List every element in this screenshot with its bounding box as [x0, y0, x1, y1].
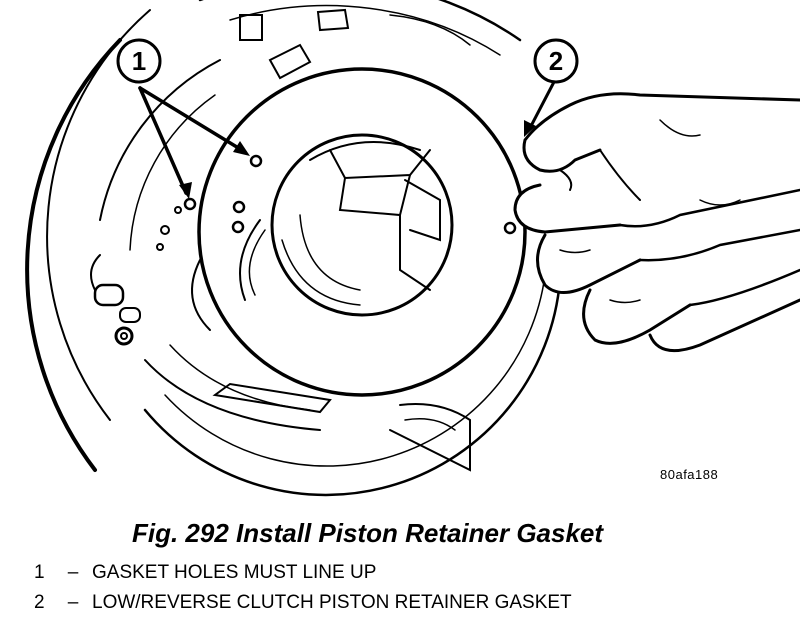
- legend-item: 1 –GASKET HOLES MUST LINE UP: [34, 558, 572, 588]
- legend-item-dash: –: [67, 592, 79, 613]
- piston-retainer-gasket: [197, 67, 527, 397]
- figure-caption: Fig. 292 Install Piston Retainer Gasket: [132, 518, 604, 548]
- callout-1-number: 1: [132, 46, 146, 76]
- arrowhead: [524, 120, 536, 137]
- case-pad: [93, 283, 125, 307]
- gasket-hole: [503, 221, 517, 235]
- case-bolt-hole: [114, 326, 134, 346]
- legend-item-dash: –: [67, 562, 79, 583]
- transmission-case-drawing: 1 2: [25, 0, 800, 497]
- gasket-center-opening: [270, 133, 454, 317]
- case-inner-ring: [143, 278, 562, 497]
- legend-item-text: GASKET HOLES MUST LINE UP: [92, 562, 377, 583]
- case-top-ring: [198, 0, 522, 42]
- case-outer-ring-2: [46, 9, 151, 421]
- arrowhead: [233, 141, 250, 156]
- gasket-hole: [249, 154, 263, 168]
- leader-line-1a: [138, 86, 247, 154]
- arrowhead: [179, 182, 192, 199]
- callout-2: 2: [533, 38, 579, 84]
- case-inner-ring-2: [164, 274, 546, 467]
- callout-1: 1: [116, 38, 162, 84]
- leader-line-2: [528, 78, 557, 130]
- leader-line-1b: [138, 86, 188, 195]
- legend-item: 2 –LOW/REVERSE CLUTCH PISTON RETAINER GAS…: [34, 588, 572, 618]
- legend-item-text: LOW/REVERSE CLUTCH PISTON RETAINER GASKE…: [92, 592, 572, 613]
- case-outer-ring: [25, 38, 122, 472]
- callout-2-number: 2: [549, 46, 563, 76]
- gasket-hole: [232, 200, 246, 214]
- gasket-hole: [231, 220, 245, 234]
- figure-code: 80afa188: [660, 467, 719, 482]
- hand-illustration: [522, 92, 800, 173]
- legend-item-number: 2: [34, 592, 45, 613]
- diagram-illustration: 1 2: [25, 0, 800, 497]
- legend-item-number: 1: [34, 562, 45, 583]
- gasket-hole: [183, 197, 197, 211]
- legend: 1 –GASKET HOLES MUST LINE UP 2 –LOW/REVERS…: [34, 558, 572, 618]
